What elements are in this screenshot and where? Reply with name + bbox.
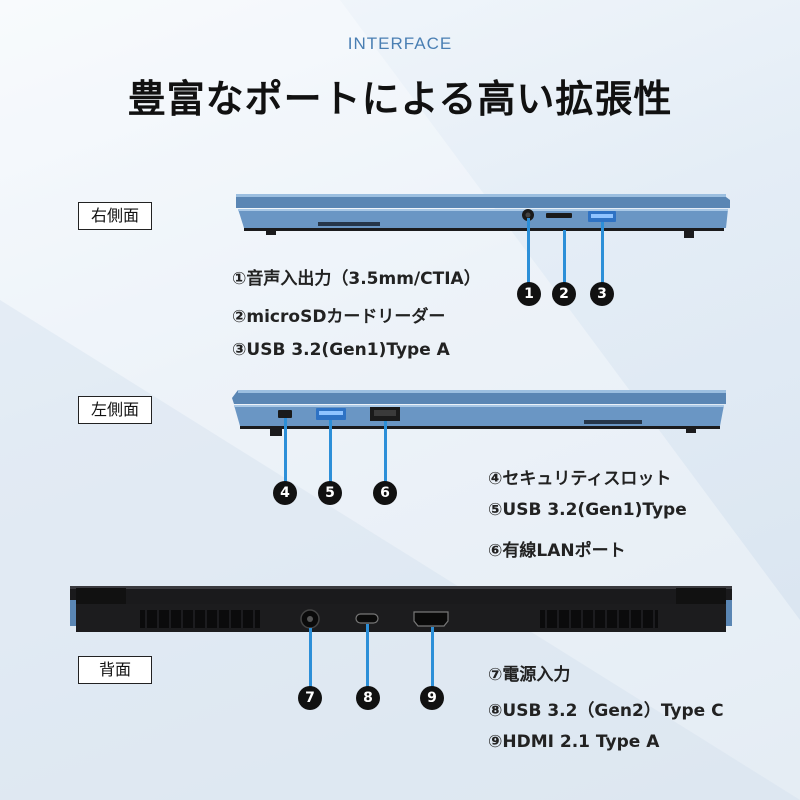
port-number-4: 4 <box>273 481 297 505</box>
callout-line-3 <box>601 222 604 286</box>
port-desc-3: ③USB 3.2(Gen1)Type A <box>232 340 450 360</box>
port-desc-5: ⑤USB 3.2(Gen1)Type <box>488 500 687 520</box>
port-number-3: 3 <box>590 282 614 306</box>
callout-line-7 <box>309 628 312 692</box>
section-eyebrow: INTERFACE <box>347 34 453 53</box>
port-desc-2: ②microSDカードリーダー <box>232 307 446 327</box>
right-side-label: 右側面 <box>78 202 152 230</box>
port-number-7: 7 <box>298 686 322 710</box>
port-number-2: 2 <box>552 282 576 306</box>
callout-line-6 <box>384 421 387 484</box>
callout-line-4 <box>284 418 287 484</box>
port-desc-6: ⑥有線LANポート <box>488 541 626 561</box>
port-desc-9: ⑨HDMI 2.1 Type A <box>488 732 660 752</box>
usb-c-port-icon <box>355 613 379 624</box>
callout-line-8 <box>366 624 369 692</box>
callout-line-9 <box>431 627 434 692</box>
left-side-label: 左側面 <box>78 396 152 424</box>
callout-line-2 <box>563 230 566 286</box>
port-desc-1: ①音声入出力（3.5mm/CTIA） <box>232 269 481 289</box>
page-title: 豊富なポートによる高い拡張性 <box>127 77 673 121</box>
callout-line-1 <box>527 218 530 286</box>
back-side-label: 背面 <box>78 656 152 684</box>
port-desc-8: ⑧USB 3.2（Gen2）Type C <box>488 701 724 721</box>
microsd-slot-icon <box>546 213 572 218</box>
port-number-1: 1 <box>517 282 541 306</box>
port-number-9: 9 <box>420 686 444 710</box>
security-slot-icon <box>278 410 292 418</box>
port-number-6: 6 <box>373 481 397 505</box>
port-number-5: 5 <box>318 481 342 505</box>
port-number-8: 8 <box>356 686 380 710</box>
port-desc-7: ⑦電源入力 <box>488 665 571 685</box>
port-desc-4: ④セキュリティスロット <box>488 469 672 489</box>
callout-line-5 <box>329 420 332 484</box>
hdmi-port-icon <box>413 611 449 627</box>
